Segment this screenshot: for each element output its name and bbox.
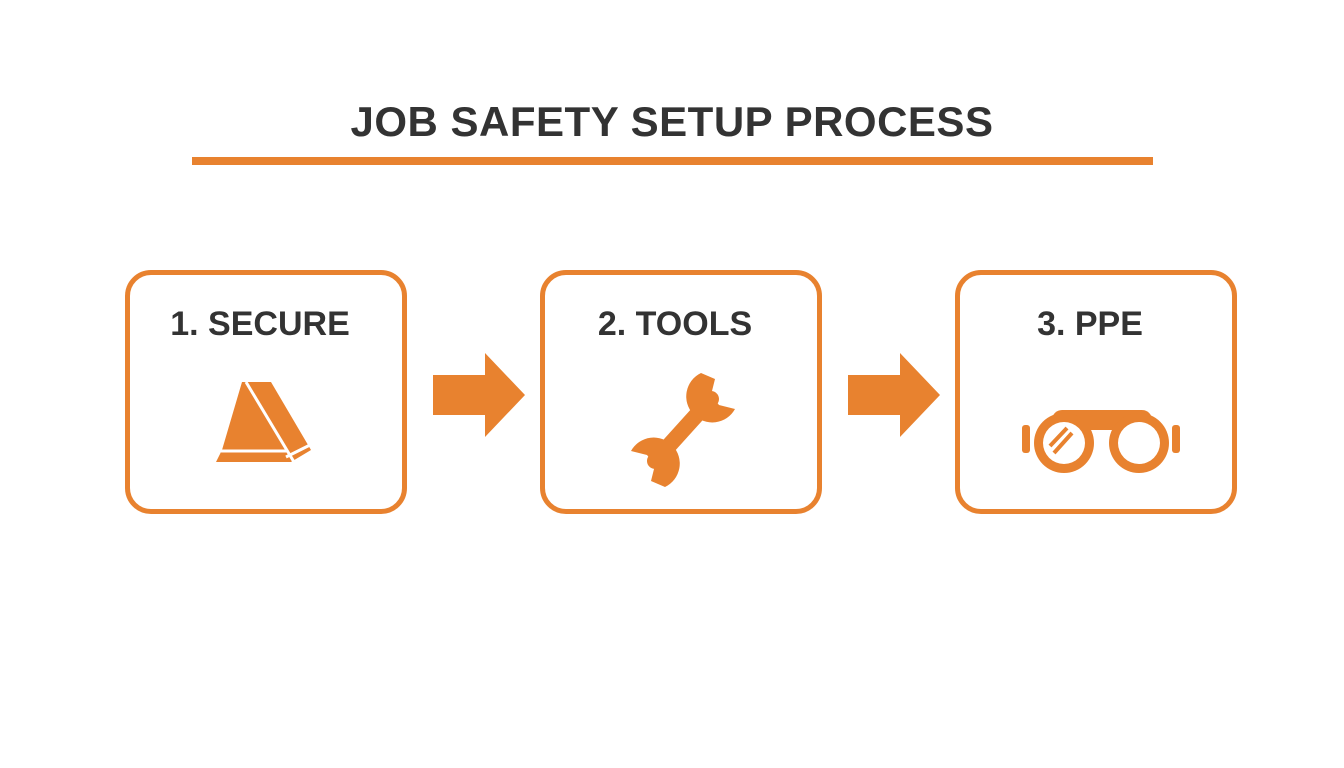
arrow-right-icon xyxy=(848,353,940,442)
step-label: 3. PPE xyxy=(1037,305,1143,343)
step-card-tools: 2. TOOLS xyxy=(540,270,822,514)
arrow-right-icon xyxy=(433,353,525,442)
step-card-secure: 1. SECURE xyxy=(125,270,407,514)
wrench-icon xyxy=(631,373,735,487)
step-card-ppe: 3. PPE xyxy=(955,270,1237,514)
step-label: 2. TOOLS xyxy=(597,305,753,343)
title-underline xyxy=(192,157,1153,165)
diagram-title: JOB SAFETY SETUP PROCESS xyxy=(350,98,994,145)
safety-goggles-icon xyxy=(1022,410,1180,473)
step-label: 1. SECURE xyxy=(170,305,350,343)
traffic-cone-icon xyxy=(216,382,313,462)
